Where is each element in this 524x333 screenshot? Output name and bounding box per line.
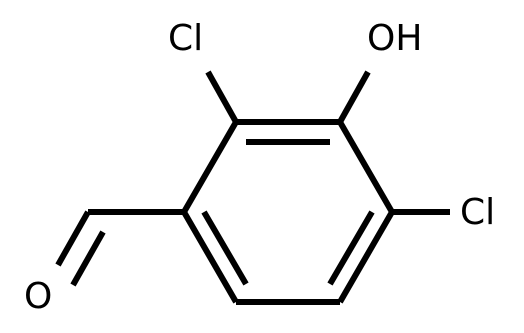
atom-label-o-aldehyde: O	[24, 276, 52, 317]
bond-c2-cl	[205, 70, 239, 124]
bond-c4-c5-inner	[327, 210, 375, 286]
atom-label-cl-right: Cl	[460, 192, 495, 233]
bond-cho-o-1	[55, 210, 91, 267]
bond-c1-c2	[181, 120, 239, 214]
atom-label-cl-top: Cl	[168, 18, 203, 59]
bond-c6-c1	[181, 210, 239, 304]
bond-c3-c4	[337, 120, 395, 214]
bond-cho-o-2	[70, 230, 106, 287]
atom-label-oh: OH	[367, 18, 422, 59]
bond-c6-c1-inner	[201, 210, 249, 286]
bond-c4-c5	[337, 210, 395, 304]
bond-c3-o	[337, 70, 371, 124]
